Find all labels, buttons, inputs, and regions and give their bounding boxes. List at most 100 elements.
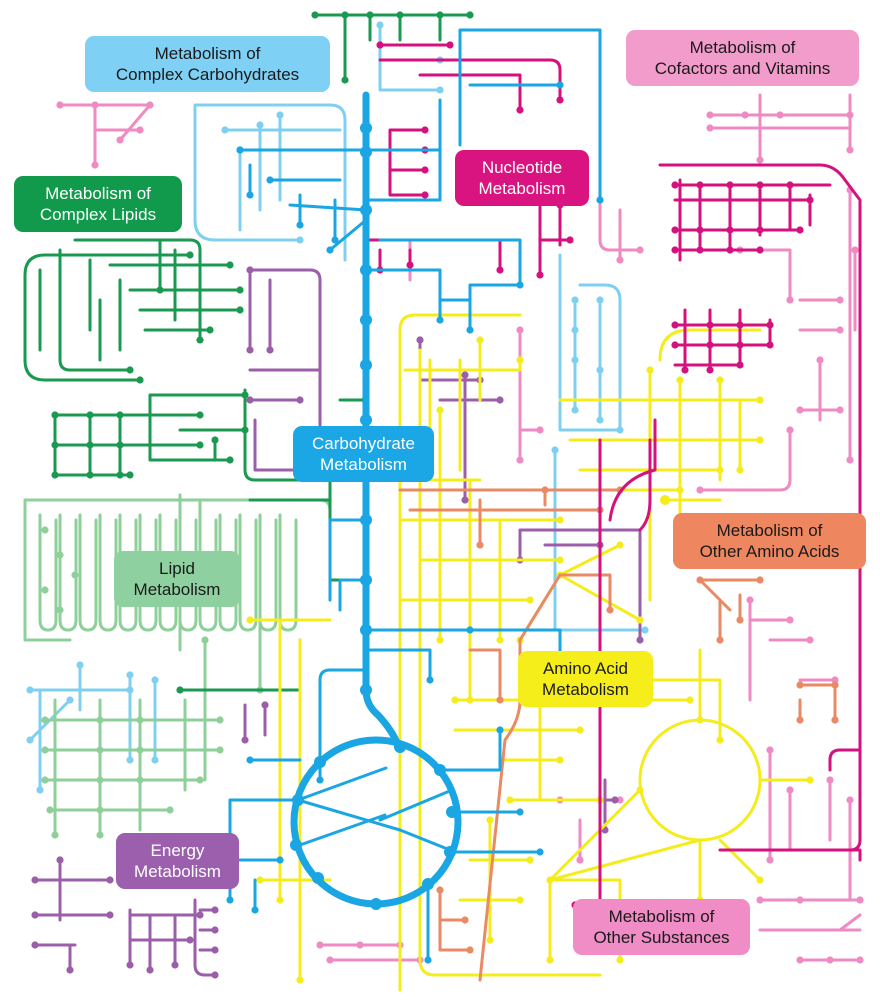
metabolite-node	[136, 716, 144, 724]
label-line: Nucleotide	[481, 158, 563, 177]
metabolite-node	[136, 746, 144, 754]
metabolite-node	[796, 896, 804, 904]
metabolite-node	[706, 341, 714, 349]
metabolite-node	[846, 456, 854, 464]
metabolite-node	[671, 341, 679, 349]
metabolite-node	[331, 236, 339, 244]
metabolite-node	[596, 296, 604, 304]
metabolite-node	[106, 876, 114, 884]
metabolite-node	[366, 11, 374, 19]
metabolite-node	[786, 426, 794, 434]
pathway-line	[23, 253, 192, 382]
metabolite-node	[556, 516, 564, 524]
metabolite-node	[166, 806, 174, 814]
metabolite-node	[776, 111, 784, 119]
metabolite-node	[406, 261, 414, 269]
metabolite-node	[396, 11, 404, 19]
metabolite-node	[436, 86, 444, 94]
metabolite-node	[51, 831, 59, 839]
metabolite-node	[571, 356, 579, 364]
pathway-line	[518, 328, 542, 462]
metabolite-node	[806, 196, 814, 204]
metabolite-node	[246, 191, 254, 199]
pathway-line	[223, 113, 342, 232]
label-line: Complex Carbohydrates	[115, 65, 300, 84]
metabolite-node	[636, 246, 644, 254]
metabolite-node	[56, 551, 64, 559]
pathway-line	[398, 313, 522, 332]
label-line: Metabolism of	[716, 521, 823, 540]
metabolite-node	[446, 41, 454, 49]
metabolite-node	[466, 326, 474, 334]
metabolite-node	[41, 716, 49, 724]
metabolite-node	[726, 246, 734, 254]
metabolite-node	[296, 396, 304, 404]
pathway-line	[364, 28, 602, 202]
metabolite-node	[31, 911, 39, 919]
metabolite-node	[546, 956, 554, 964]
metabolite-node	[706, 124, 714, 132]
metabolite-node	[36, 786, 44, 794]
metabolite-node	[41, 776, 49, 784]
pathway-line	[128, 898, 217, 977]
metabolite-node	[421, 126, 429, 134]
metabolite-node	[726, 181, 734, 189]
metabolite-node	[31, 876, 39, 884]
metabolite-node	[376, 21, 384, 29]
metabolite-node	[316, 941, 324, 949]
metabolite-node	[211, 971, 219, 979]
metabolite-node	[466, 946, 474, 954]
metabolite-node	[91, 101, 99, 109]
metabolite-node	[116, 471, 124, 479]
metabolite-node	[266, 346, 274, 354]
metabolite-node	[276, 856, 284, 864]
metabolite-node	[741, 111, 749, 119]
metabolite-node	[211, 946, 219, 954]
pathway-line	[243, 703, 267, 742]
label-line: Metabolism of	[608, 907, 715, 926]
metabolite-node	[436, 316, 444, 324]
metabolite-node	[671, 246, 679, 254]
pathway-line	[328, 518, 368, 612]
metabolite-node	[196, 441, 204, 449]
label-line: Metabolism of	[689, 38, 796, 57]
metabolite-node	[526, 596, 534, 604]
pathway-line	[678, 178, 812, 262]
metabolite-node	[716, 736, 724, 744]
metabolite-node	[831, 716, 839, 724]
metabolite-node	[91, 161, 99, 169]
metabolite-node	[196, 411, 204, 419]
metabolite-node	[106, 911, 114, 919]
metabolite-node	[41, 586, 49, 594]
pathway-line	[198, 513, 218, 632]
pathway-line	[58, 103, 152, 167]
metabolite-node	[156, 286, 164, 294]
pathway-line	[128, 908, 217, 952]
pathway-line	[33, 858, 112, 972]
metabolite-node	[226, 456, 234, 464]
metabolite-node	[251, 906, 259, 914]
pathway-line	[313, 13, 472, 82]
amino-acid-cycle	[638, 718, 762, 842]
metabolite-node	[686, 696, 694, 704]
metabolite-node	[216, 716, 224, 724]
metabolite-node	[736, 466, 744, 474]
metabolite-node	[476, 336, 484, 344]
metabolite-node	[186, 936, 194, 944]
pathway-line	[296, 766, 454, 852]
metabolite-node	[756, 896, 764, 904]
metabolite-node	[636, 616, 644, 624]
pathway-line	[438, 408, 502, 702]
metabolite-node	[836, 326, 844, 334]
pathway-line	[98, 513, 118, 632]
metabolite-node	[290, 839, 302, 851]
metabolite-node	[26, 686, 34, 694]
metabolite-node	[676, 376, 684, 384]
metabolite-node	[571, 326, 579, 334]
pathway-line	[258, 513, 278, 632]
metabolite-node	[596, 196, 604, 204]
